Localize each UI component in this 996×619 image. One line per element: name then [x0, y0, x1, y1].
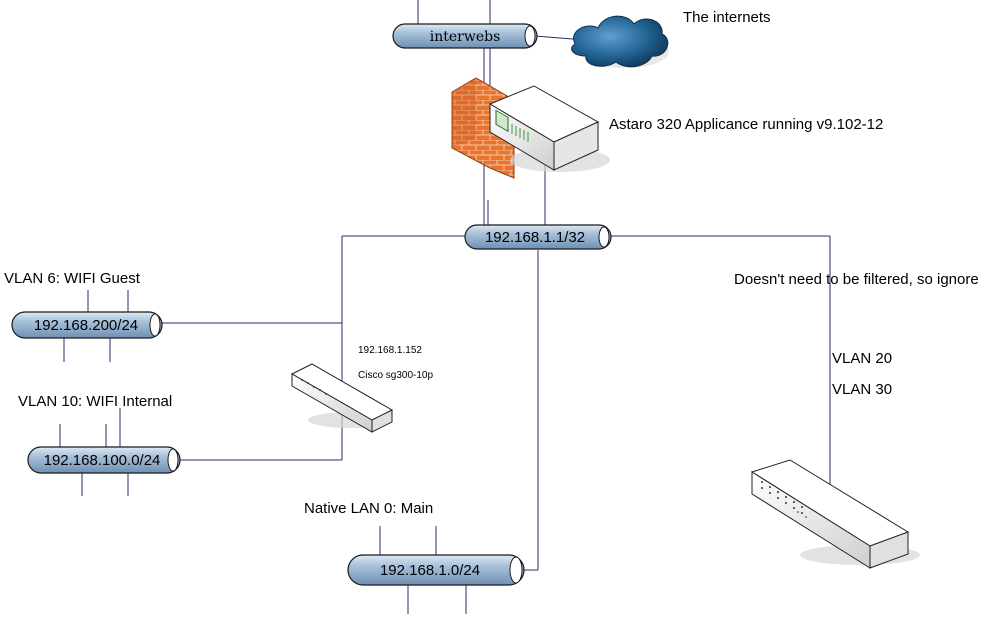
segment-guest[interactable]: 192.168.200/24 — [11, 311, 163, 339]
vlan30-label: VLAN 30 — [832, 381, 893, 398]
internet-label: The internets — [683, 9, 771, 26]
native-lan-label: Native LAN 0: Main — [304, 500, 434, 517]
ignore-note-label: Doesn't need to be filtered, so ignore — [734, 271, 979, 288]
cisco-switch-icon — [290, 363, 394, 433]
switch-ip-label: 192.168.1.152 — [358, 345, 422, 356]
segment-guest-label: 192.168.200/24 — [34, 317, 138, 334]
switch-model-label: Cisco sg300-10p — [358, 370, 434, 381]
internet-cloud-icon — [571, 15, 669, 68]
firewall-label: Astaro 320 Applicance running v9.102-12 — [609, 116, 884, 133]
segment-internal-label: 192.168.100.0/24 — [44, 452, 161, 469]
segment-core-label: 192.168.1.1/32 — [485, 229, 585, 246]
core-switch-icon — [750, 459, 920, 569]
segment-main-label: 192.168.1.0/24 — [380, 562, 480, 579]
segment-main[interactable]: 192.168.1.0/24 — [347, 554, 525, 586]
segment-core[interactable]: 192.168.1.1/32 — [464, 224, 612, 250]
segment-interwebs[interactable]: interwebs — [392, 23, 538, 49]
astaro-appliance-icon — [488, 85, 610, 172]
vlan6-label: VLAN 6: WIFI Guest — [4, 270, 140, 287]
link-lines — [59, 0, 831, 614]
segment-interwebs-label: interwebs — [430, 29, 501, 45]
segment-internal[interactable]: 192.168.100.0/24 — [27, 446, 181, 474]
vlan20-label: VLAN 20 — [832, 350, 893, 367]
vlan10-label: VLAN 10: WIFI Internal — [18, 393, 173, 410]
